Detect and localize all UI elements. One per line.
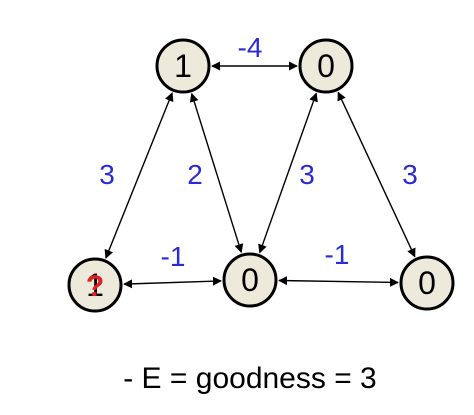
node-circle <box>222 252 278 308</box>
node-value-label: 0 <box>241 262 259 298</box>
node-circle <box>399 255 455 311</box>
edge-top-left-bottom-middle <box>189 92 244 254</box>
node-top-left: 1 <box>155 38 211 94</box>
node-value-label: 1 <box>86 267 104 303</box>
edge-weight-label: 2 <box>187 159 203 190</box>
edge-weight-label: 3 <box>99 159 115 190</box>
goodness-caption: - E = goodness = 3 <box>123 362 377 395</box>
node-bottom-right: 0 <box>399 255 455 311</box>
unknown-state-mark: ? <box>86 270 104 303</box>
node-circle <box>155 38 211 94</box>
nodes-layer: 1 0 1? 0 0 <box>67 38 455 313</box>
edge-weight-label: -4 <box>238 32 263 63</box>
node-bottom-left: 1? <box>67 257 123 313</box>
edge-weight-label: 3 <box>402 159 418 190</box>
edge-top-right-bottom-right <box>337 91 416 258</box>
node-circle <box>298 38 354 94</box>
edge-top-left-bottom-left <box>104 92 174 259</box>
node-value-label: 1 <box>174 48 192 84</box>
node-bottom-middle: 0 <box>222 252 278 308</box>
edge-weight-label: -1 <box>161 241 186 272</box>
edge-weight-label: -1 <box>325 239 350 270</box>
node-top-right: 0 <box>298 38 354 94</box>
edge-bottom-left-bottom-middle <box>123 276 222 289</box>
edge-bottom-middle-bottom-right <box>278 276 399 287</box>
edges-layer <box>104 61 416 289</box>
edge-weight-label: 3 <box>299 159 315 190</box>
node-circle <box>67 257 123 313</box>
node-value-label: 0 <box>418 265 436 301</box>
edge-top-right-bottom-middle <box>258 92 318 254</box>
node-value-label: 0 <box>317 48 335 84</box>
weights-layer: -4 3 2 3 3 -1 -1 <box>99 32 418 272</box>
